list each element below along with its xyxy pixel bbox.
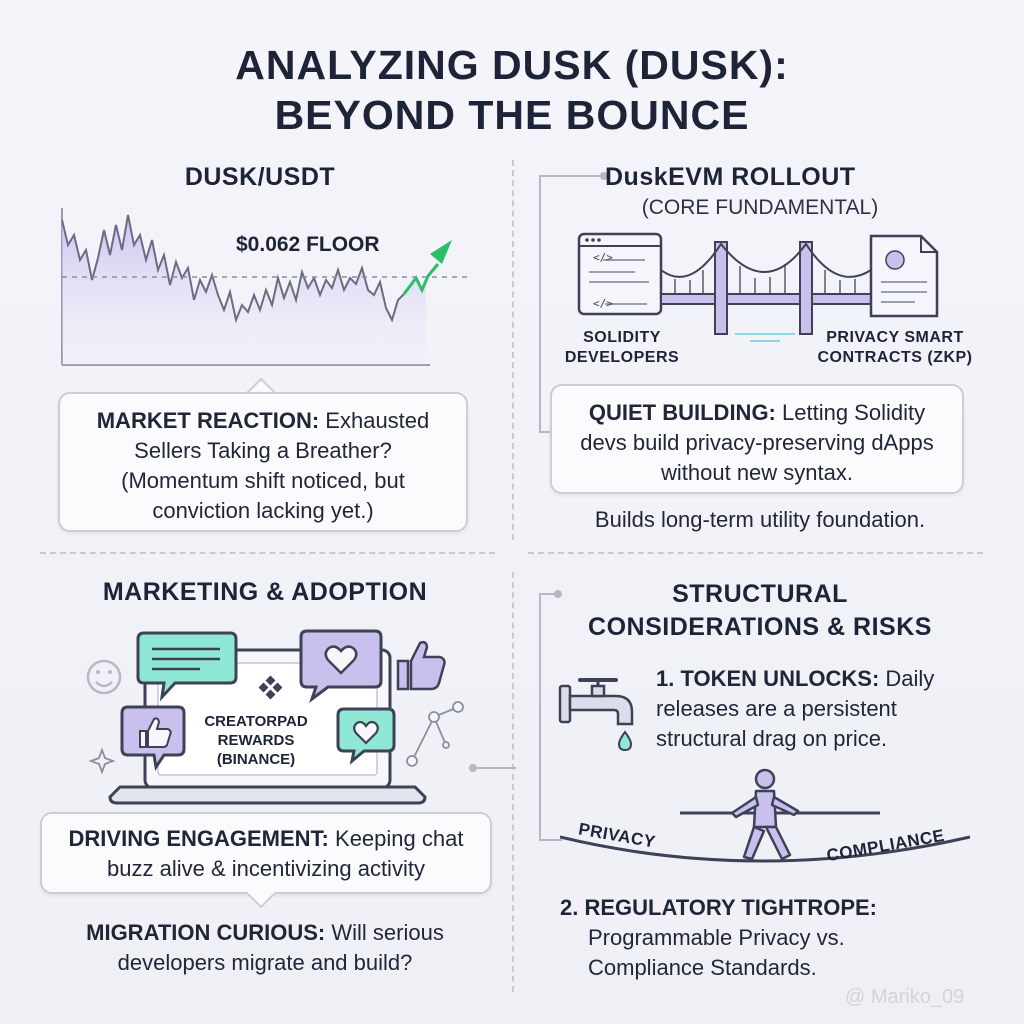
creatorpad-screen-text: CREATORPAD REWARDS (BINANCE) [204,713,308,768]
token-unlocks-label: 1. TOKEN UNLOCKS: [656,666,880,691]
risks-title: STRUCTURAL CONSIDERATIONS & RISKS [588,580,932,641]
thumbs-up-icon [396,640,446,691]
callout-pointer [246,378,276,394]
divider-horizontal-right [528,552,983,554]
duskevm-subtitle: (CORE FUNDAMENTAL) [641,196,879,219]
price-chart [61,208,468,366]
chart-area [62,215,426,365]
callout-pointer-down [246,892,276,908]
regulatory-tightrope-body: Programmable Privacy vs. Compliance Stan… [588,925,845,980]
network-icon [406,701,464,767]
smiley-icon [86,659,122,695]
quiet-building-callout: QUIET BUILDING: Letting Solidity devs bu… [550,384,964,494]
heart-bubble-small-icon [336,707,396,765]
code-window-icon [577,232,663,316]
divider-horizontal-left [40,552,495,554]
marketing-illustration [86,629,464,805]
marketing-title: MARKETING & ADOPTION [102,578,428,606]
main-title: ANALYZING DUSK (DUSK): BEYOND THE BOUNCE [0,40,1024,140]
section-connector-bottom [539,590,562,841]
quiet-building-text: Letting Solidity devs build privacy-pres… [580,400,934,485]
main-title-line1: ANALYZING DUSK (DUSK): [235,42,789,88]
watermark: @ Mariko_09 [845,986,965,1008]
token-unlocks-body: Daily releases are a persistent structur… [656,666,935,751]
divider-vertical-bottom [512,572,514,992]
chat-bubble-icon [136,631,238,702]
main-title-line2: BEYOND THE BOUNCE [274,92,750,138]
marketing-connector [469,764,516,772]
regulatory-tightrope-text: 2. REGULATORY TIGHTROPE: Programmable Pr… [560,893,880,983]
driving-engagement-label: DRIVING ENGAGEMENT: [68,826,329,851]
up-arrow-icon [430,240,452,264]
chart-title: DUSK/USDT [184,163,336,191]
document-icon [869,234,939,318]
migration-curious-text: MIGRATION CURIOUS: Will serious develope… [55,918,475,978]
duskevm-footer: Builds long-term utility foundation. [594,507,926,532]
migration-curious-label: MIGRATION CURIOUS: [86,920,326,945]
code-tag-1: </> [593,251,613,264]
like-bubble-icon [120,705,186,771]
tightrope-illustration [560,768,971,863]
token-unlocks-text: 1. TOKEN UNLOCKS: Daily releases are a p… [656,664,966,754]
tightrope-walker-icon [730,768,800,861]
regulatory-tightrope-label: 2. REGULATORY TIGHTROPE: [560,895,877,920]
driving-engagement-text: Keeping chat buzz alive & incentivizing … [107,826,464,881]
faucet-icon [558,678,634,752]
price-line [61,214,405,324]
tightrope-icon [560,835,971,863]
heart-bubble-icon [299,629,383,704]
market-reaction-note: (Momentum shift noticed, but conviction … [121,468,405,523]
migration-curious-body: Will serious developers migrate and buil… [117,920,444,975]
floor-annotation: $0.062 FLOOR [236,233,380,256]
divider-vertical-top [512,160,514,540]
duskevm-title: DuskEVM ROLLOUT [605,163,856,191]
market-reaction-text: Exhausted Sellers Taking a Breather? [134,408,430,463]
bridge-illustration [577,232,939,342]
sparkle-icon [88,747,116,775]
quiet-building-label: QUIET BUILDING: [588,400,776,425]
driving-engagement-callout: DRIVING ENGAGEMENT: Keeping chat buzz al… [40,812,492,894]
binance-logo-icon [258,675,283,700]
bridge-icon [660,241,872,342]
code-tag-2: </> [593,297,613,310]
market-reaction-callout: MARKET REACTION: Exhausted Sellers Takin… [58,392,468,532]
market-reaction-label: MARKET REACTION: [96,408,320,433]
price-line-rebound [402,263,440,295]
